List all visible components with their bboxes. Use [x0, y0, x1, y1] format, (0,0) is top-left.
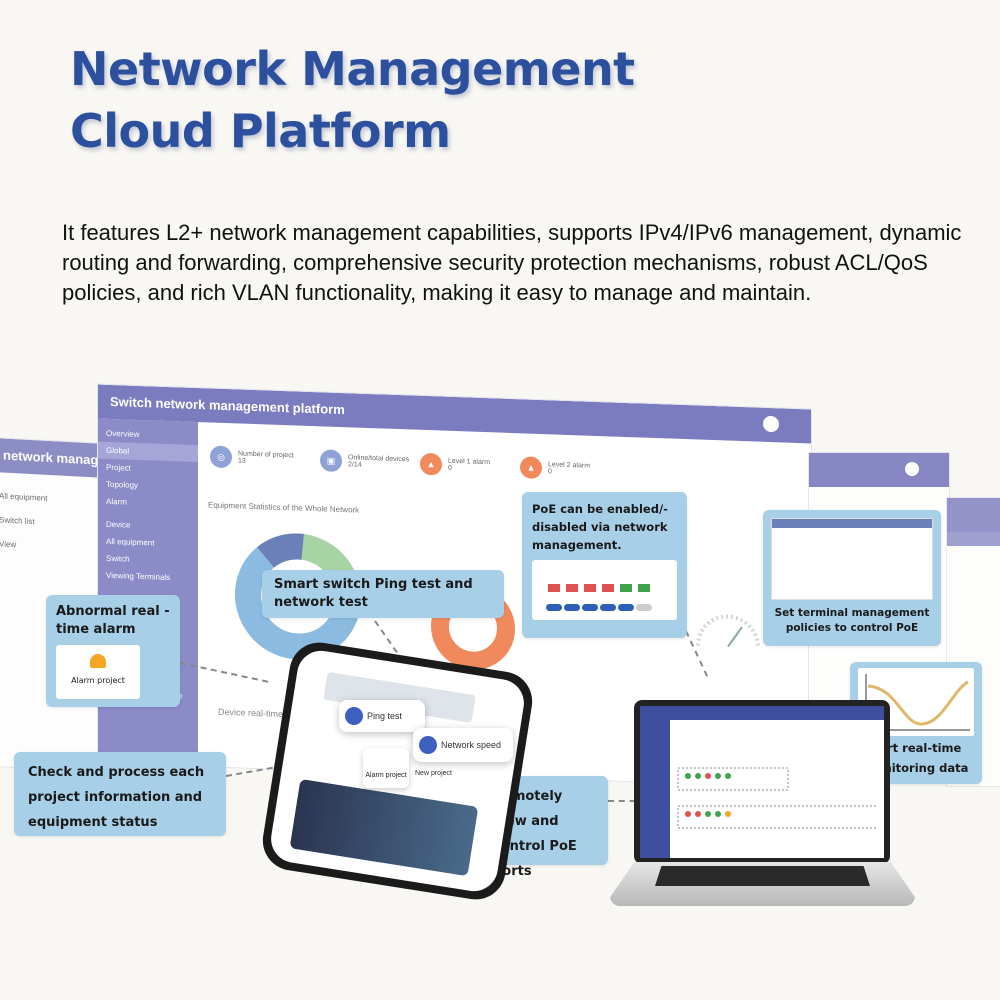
callout-check-projects: Check and process each project informati… — [14, 752, 226, 836]
port-icon[interactable] — [685, 811, 691, 817]
port-icon[interactable] — [695, 811, 701, 817]
port-icon[interactable] — [548, 584, 560, 592]
gauge-arc — [696, 614, 760, 648]
port-icon[interactable] — [715, 773, 721, 779]
port-icon[interactable] — [602, 584, 614, 592]
callout-terminal-policy: Set terminal management policies to cont… — [763, 510, 941, 646]
callout-text: PoE can be enabled/-disabled via network… — [532, 502, 668, 552]
poe-ports-graphic — [546, 584, 652, 611]
alarm-light-icon — [90, 654, 106, 668]
port-icon[interactable] — [715, 811, 721, 817]
laptop-app-bar — [640, 706, 884, 720]
stat-value: 13 — [238, 457, 246, 465]
page-title: Network Management Cloud Platform — [70, 38, 635, 162]
laptop-keyboard — [655, 866, 870, 886]
laptop-screen — [634, 700, 890, 864]
banner-images — [289, 778, 479, 877]
callout-poe-toggle: PoE can be enabled/-disabled via network… — [522, 492, 687, 638]
port-icon[interactable] — [620, 584, 632, 592]
sidebar-item-alarm[interactable]: Alarm — [106, 496, 127, 507]
main-window-title: Switch network management platform — [98, 384, 811, 444]
user-avatar-icon[interactable] — [763, 415, 779, 433]
alarm-card-label: Alarm project — [71, 676, 125, 685]
donut-segment-purple — [235, 533, 361, 660]
alarm-project-card[interactable]: Alarm project — [56, 645, 140, 699]
poe-toggle[interactable] — [618, 604, 634, 611]
bell-icon: ▲ — [520, 456, 542, 480]
port-icon[interactable] — [638, 584, 650, 592]
port-icon[interactable] — [584, 584, 596, 592]
left-window-title: network management platform — [0, 437, 110, 479]
speed-gauge — [696, 614, 760, 648]
speed-icon — [419, 736, 437, 754]
callout-text: Set terminal management policies to cont… — [774, 607, 930, 634]
title-line-2: Cloud Platform — [70, 104, 451, 158]
poe-toggle[interactable] — [564, 604, 580, 611]
title-line-1: Network Management — [70, 42, 635, 96]
callout-ping-test: Smart switch Ping test and network test — [262, 570, 504, 618]
poe-toggle[interactable] — [546, 604, 562, 611]
stat-label: Level 2 alarm — [548, 461, 591, 470]
monitor-icon: ▣ — [320, 449, 342, 473]
stat-label: Level 1 alarm — [448, 457, 491, 467]
port-icon[interactable] — [705, 773, 711, 779]
main-sidebar: Overview Global Project Topology Alarm D… — [98, 418, 198, 767]
stat-value: 2/14 — [348, 461, 362, 469]
poe-toggle[interactable] — [600, 604, 616, 611]
stat-value: 0 — [548, 468, 552, 476]
callout-abnormal-alarm: Abnormal real -time alarm Alarm project — [46, 595, 180, 707]
port-icon[interactable] — [566, 584, 578, 592]
poe-toggle[interactable] — [636, 604, 652, 611]
port-icon[interactable] — [685, 773, 691, 779]
port-icon[interactable] — [705, 811, 711, 817]
poe-toggle[interactable] — [582, 604, 598, 611]
new-project-label[interactable]: New project — [415, 770, 452, 777]
gauge-needle — [727, 626, 743, 648]
ping-icon — [345, 707, 363, 725]
callout-text: Abnormal real -time alarm — [56, 604, 170, 637]
bell-icon: ▲ — [420, 452, 442, 476]
poe-port-panel — [532, 560, 677, 620]
description-text: It features L2+ network management capab… — [62, 220, 962, 305]
laptop — [610, 700, 915, 910]
smartphone: Ping test Network speed Alarm project Ne… — [258, 638, 537, 904]
network-speed-card[interactable]: Network speed — [413, 728, 513, 762]
laptop-port-rows — [677, 767, 876, 829]
panel-title: Equipment Statistics of the Whole Networ… — [208, 500, 360, 515]
ping-test-card[interactable]: Ping test — [339, 700, 425, 732]
phone-alarm-card[interactable]: Alarm project — [363, 748, 409, 788]
policy-dialog — [771, 518, 933, 600]
stat-label: Number of project — [238, 450, 294, 460]
speed-card-label: Network speed — [441, 740, 502, 750]
port-icon[interactable] — [695, 773, 701, 779]
port-row — [677, 805, 876, 829]
ping-card-label: Ping test — [367, 711, 403, 721]
sidebar-item-viewing-terminals[interactable]: Viewing Terminals — [106, 570, 171, 583]
wifi-icon: ◎ — [210, 445, 232, 469]
port-icon[interactable] — [725, 773, 731, 779]
left-window-item: View — [0, 539, 17, 550]
port-icon[interactable] — [725, 811, 731, 817]
graph-line — [867, 680, 969, 726]
stat-value: 0 — [448, 464, 452, 472]
laptop-sidebar — [640, 720, 670, 858]
port-row — [677, 767, 789, 791]
user-avatar-icon[interactable] — [905, 462, 919, 476]
